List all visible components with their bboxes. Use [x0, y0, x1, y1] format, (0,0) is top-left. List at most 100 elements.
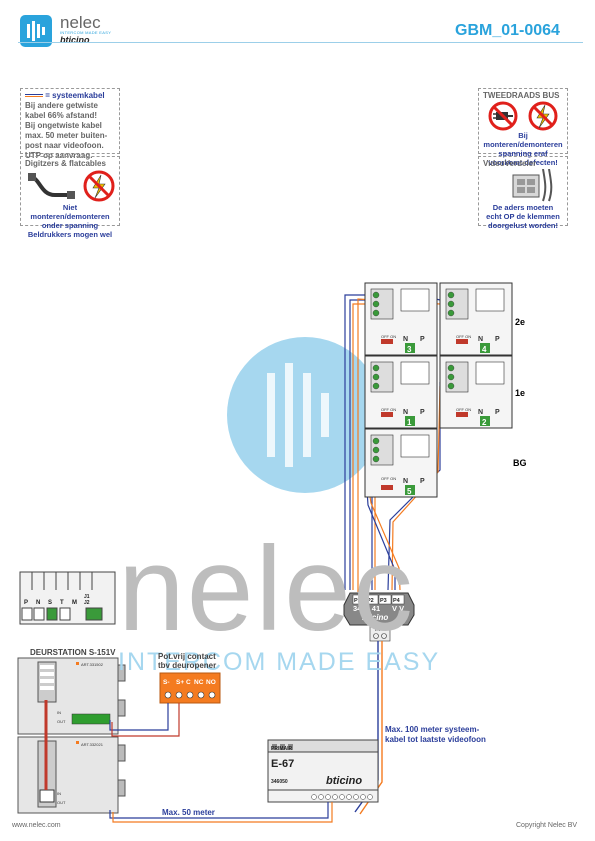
power-supply-terminal	[360, 794, 366, 800]
terminal-screw	[447, 309, 455, 317]
distributor-code: 3468 41	[353, 604, 380, 613]
digitizers-note-line: Niet monteren/demonteren	[30, 203, 110, 221]
svg-text:OUT: OUT	[57, 719, 66, 724]
floor-label: 1e	[515, 388, 525, 398]
digitizers-note-line: Beldrukkers mogen wel	[27, 230, 113, 239]
terminal-screw	[372, 309, 380, 317]
terminal-screw	[372, 300, 380, 308]
monitor-n-label: N	[403, 409, 408, 416]
monitor-screen	[400, 361, 430, 385]
monitor-labels: N P N P N P N P N P OFF ON OFF ON OFF ON…	[381, 334, 500, 496]
relay-terminal-label: C	[186, 679, 191, 686]
watermark-tagline: INTERCOM MADE EASY	[118, 648, 441, 676]
monitor-switch-label: OFF ON	[456, 407, 471, 412]
cable-note-line: Bij ongetwiste kabel	[25, 121, 102, 130]
terminal-screw	[372, 437, 380, 445]
monitor-switch-label: OFF ON	[456, 334, 471, 339]
terminal-screw	[447, 291, 455, 299]
digitizers-note-heading: Digitzers & flatcables	[25, 159, 106, 168]
monitor-screen	[400, 288, 430, 312]
power-supply-terminal	[346, 794, 352, 800]
monitor-p-label: P	[495, 409, 500, 416]
distributor-vv: V V	[392, 604, 404, 613]
monitor-n-label: N	[478, 336, 483, 343]
cable-note-line: kabel 66% afstand!	[25, 111, 98, 120]
power-supply-brand: bticino	[326, 775, 362, 787]
video-note-heading: VideoVerdeler	[483, 159, 537, 168]
monitor-details	[370, 288, 505, 490]
terminal-label: M	[72, 600, 77, 606]
power-supply: PRIMAIR E-67 346050 bticino	[267, 739, 379, 803]
door-terminal-block: P N S T M J1 J2	[19, 571, 116, 625]
monitor-screen	[475, 288, 505, 312]
relay-module: S- S+ C NC NO	[159, 672, 221, 704]
terminal-screw	[447, 364, 455, 372]
watermark-logo-icon	[227, 337, 383, 493]
distributor-port: P3	[380, 598, 387, 604]
monitor-screen	[400, 434, 430, 458]
terminal-screw	[372, 364, 380, 372]
power-supply-terminal	[353, 794, 359, 800]
svg-text:IN: IN	[57, 791, 61, 796]
bus-note-line: Bij monteren/demonteren	[483, 131, 563, 149]
monitor-address: 1	[407, 418, 412, 427]
relay-title-line1: Pot.vrij contact	[158, 652, 216, 661]
power-supply-terminal	[325, 794, 331, 800]
max-100m-line1: Max. 100 meter systeem-	[385, 725, 480, 734]
power-supply-terminals	[311, 794, 373, 800]
monitor-address: 3	[407, 345, 412, 354]
bus-note-heading: TWEEDRAADS BUS	[483, 91, 560, 100]
relay-terminal-label: S+	[176, 679, 184, 686]
power-supply-terminal	[318, 794, 324, 800]
monitor-power-switch	[456, 412, 468, 417]
logo-name: nelec	[60, 13, 101, 32]
header-divider	[18, 42, 583, 43]
video-note-line: De aders moeten	[492, 203, 554, 212]
power-supply-terminal	[339, 794, 345, 800]
power-supply-header: PRIMAIR	[271, 746, 293, 752]
doc-code: GBM_01-0064	[455, 22, 560, 39]
logo-tagline: INTERCOM MADE EASY	[60, 30, 112, 35]
distributor-port: P2	[367, 598, 374, 604]
power-supply-code: 346050	[271, 779, 288, 785]
footer-website: www.nelec.com	[12, 822, 61, 829]
power-supply-terminal	[367, 794, 373, 800]
max-100m-line2: kabel tot laatste videofoon	[385, 735, 486, 744]
terminal-screw	[447, 373, 455, 381]
video-distributor: P1 P2 P3 P4 3468 41 V V bticino IN	[343, 592, 415, 642]
video-note: VideoVerdeler De aders moeten echt OP de…	[478, 156, 568, 230]
relay-terminal-label: NC	[194, 679, 204, 686]
distributor-port: P4	[393, 598, 401, 604]
monitor-switch-label: OFF ON	[381, 407, 396, 412]
monitor-n-label: N	[403, 478, 408, 485]
cable-note: = systeemkabel Bij andere getwiste kabel…	[20, 88, 120, 160]
terminal-label: T	[60, 600, 64, 606]
partner-brand: bticino	[60, 35, 90, 45]
relay-terminal-label: S-	[163, 679, 170, 686]
monitor-p-label: P	[420, 478, 425, 485]
power-supply-model: E-67	[271, 758, 294, 770]
monitor-n-label: N	[403, 336, 408, 343]
distributor-brand: bticino	[362, 613, 388, 622]
terminal-label: N	[36, 600, 40, 606]
terminal-screw	[372, 455, 380, 463]
distributor-in-label: IN	[375, 627, 380, 633]
monitor-power-switch	[381, 339, 393, 344]
monitor-p-label: P	[420, 409, 425, 416]
module-code: ART.331502	[81, 662, 104, 667]
terminal-screw	[372, 291, 380, 299]
flatcable-warning-icon	[28, 170, 115, 202]
terminal-screw	[447, 300, 455, 308]
terminal-label: P	[24, 600, 28, 606]
terminal-screw	[372, 382, 380, 390]
relay-terminal-label: NO	[206, 679, 216, 686]
module-code: ART.332021	[81, 742, 104, 747]
cable-note-line: Bij andere getwiste	[25, 101, 98, 110]
watermark-name: nelec	[118, 522, 415, 656]
svg-text:OUT: OUT	[57, 800, 66, 805]
video-note-line: doorgelust worden!	[488, 221, 558, 230]
monitor-power-switch	[381, 412, 393, 417]
door-station: ART.331502 ART.332021 IN OUT IN OUT	[17, 657, 126, 814]
monitor-switch-label: OFF ON	[381, 334, 396, 339]
